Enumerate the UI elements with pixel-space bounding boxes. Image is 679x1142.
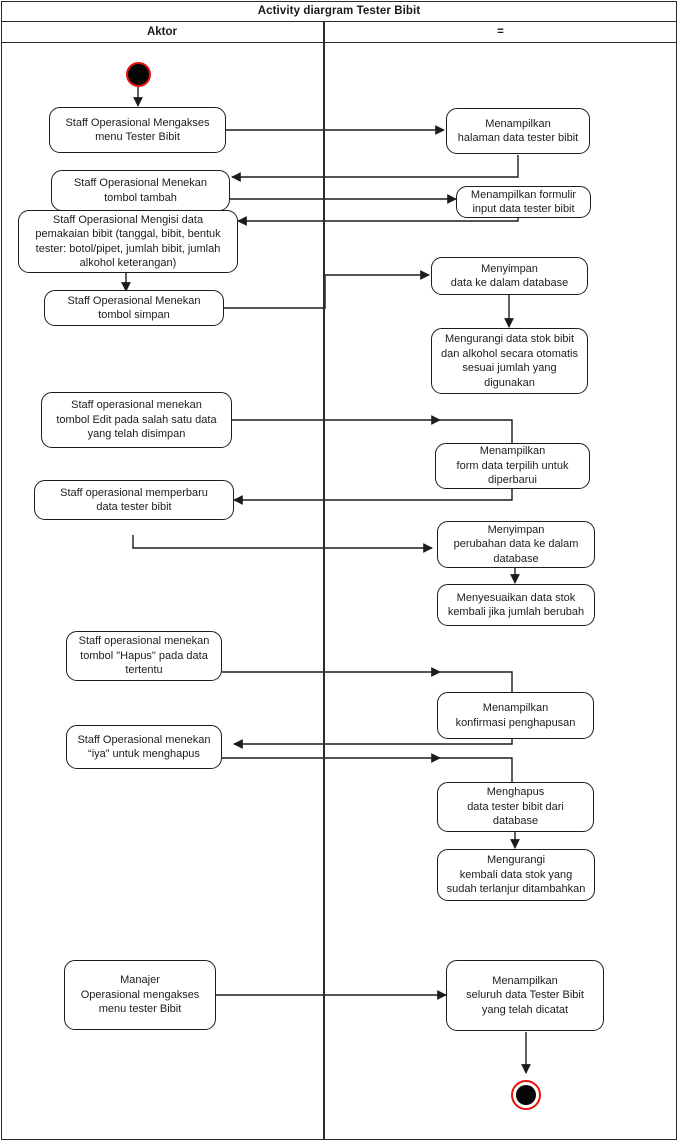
activity-node-a5[interactable]: Staff operasional menekan tombol Edit pa…	[41, 392, 232, 448]
column-header-aktor-label: Aktor	[146, 26, 178, 38]
activity-node-s2[interactable]: Menampilkan formulir input data tester b…	[456, 186, 591, 218]
swimlane-divider	[323, 22, 325, 1140]
edge-s1-to-a2	[231, 155, 519, 182]
activity-node-a7[interactable]: Staff operasional menekan tombol "Hapus"…	[66, 631, 222, 681]
activity-node-s8[interactable]: Menampilkan konfirmasi penghapusan	[437, 692, 594, 739]
activity-node-a8[interactable]: Staff Operasional menekan “iya” untuk me…	[66, 725, 222, 769]
page-title: Activity diargram Tester Bibit	[257, 5, 421, 17]
end-node-inner	[516, 1085, 536, 1105]
edge-a5-to-s5-elbow	[440, 419, 513, 443]
activity-node-a3[interactable]: Staff Operasional Mengisi data pemakaian…	[18, 210, 238, 273]
activity-node-a2[interactable]: Staff Operasional Menekan tombol tambah	[51, 170, 230, 211]
activity-node-a9[interactable]: Manajer Operasional mengakses menu teste…	[64, 960, 216, 1030]
edge-a7-to-s8-elbow	[440, 671, 513, 692]
activity-node-a6[interactable]: Staff operasional memperbaru data tester…	[34, 480, 234, 520]
activity-node-a1[interactable]: Staff Operasional Mengakses menu Tester …	[49, 107, 226, 153]
activity-node-s7[interactable]: Menyesuaikan data stok kembali jika juml…	[437, 584, 595, 626]
column-header-sistem: =	[324, 22, 677, 43]
edge-a8-to-s9-elbow	[440, 757, 513, 782]
edge-s5-to-a6	[233, 489, 513, 505]
activity-node-s5[interactable]: Menampilkan form data terpilih untuk dip…	[435, 443, 590, 489]
activity-node-s11[interactable]: Menampilkan seluruh data Tester Bibit ya…	[446, 960, 604, 1031]
edge-a6-to-s6	[132, 535, 433, 553]
edge-s8-to-a8	[233, 739, 513, 749]
edge-a4-to-s3	[224, 270, 430, 309]
start-node	[126, 62, 151, 87]
activity-node-s10[interactable]: Mengurangi kembali data stok yang sudah …	[437, 849, 595, 901]
column-header-aktor: Aktor	[1, 22, 323, 43]
column-header-sistem-label: =	[497, 26, 504, 38]
activity-node-s3[interactable]: Menyimpan data ke dalam database	[431, 257, 588, 295]
diagram-title-bar: Activity diargram Tester Bibit	[1, 1, 677, 22]
end-node	[511, 1080, 541, 1110]
activity-node-s4[interactable]: Mengurangi data stok bibit dan alkohol s…	[431, 328, 588, 394]
activity-node-s1[interactable]: Menampilkan halaman data tester bibit	[446, 108, 590, 154]
activity-node-a4[interactable]: Staff Operasional Menekan tombol simpan	[44, 290, 224, 326]
activity-node-s6[interactable]: Menyimpan perubahan data ke dalam databa…	[437, 521, 595, 568]
activity-node-s9[interactable]: Menghapus data tester bibit dari databas…	[437, 782, 594, 832]
